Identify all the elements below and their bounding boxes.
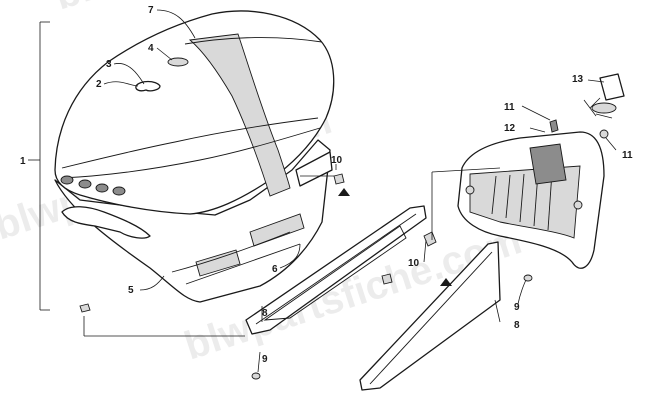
callout-11-upper: 11 bbox=[504, 102, 515, 113]
callout-3: 3 bbox=[106, 59, 112, 70]
rear-trunk bbox=[457, 131, 605, 269]
side-rail-left bbox=[245, 205, 427, 335]
side-rail-right bbox=[359, 241, 501, 391]
callout-10-lower: 10 bbox=[408, 258, 420, 269]
screw-set-11 bbox=[549, 119, 609, 139]
base-rib-2 bbox=[171, 231, 291, 273]
seat-rear-bracket bbox=[295, 151, 333, 187]
seat-base-shell bbox=[54, 139, 331, 303]
seat-front-vents bbox=[60, 175, 126, 196]
seat-badge bbox=[167, 57, 189, 67]
callout-6: 6 bbox=[272, 264, 278, 275]
trunk-latch bbox=[591, 73, 625, 119]
callout-13: 13 bbox=[572, 74, 584, 85]
direction-markers bbox=[338, 188, 452, 286]
seat-clip bbox=[79, 303, 91, 313]
seat-side-welt bbox=[61, 117, 319, 169]
callout-1: 1 bbox=[20, 156, 26, 167]
screw-set-9 bbox=[251, 274, 533, 380]
leader-lines bbox=[28, 9, 617, 373]
seat-stripe bbox=[188, 33, 291, 197]
base-rib bbox=[185, 243, 301, 285]
callout-4: 4 bbox=[148, 43, 154, 54]
callout-11-right: 11 bbox=[622, 150, 633, 161]
seat-emblem bbox=[135, 80, 161, 92]
callout-12: 12 bbox=[504, 123, 516, 134]
callout-9-right: 9 bbox=[514, 302, 520, 313]
clip-set-10 bbox=[333, 173, 437, 285]
callout-5: 5 bbox=[128, 285, 134, 296]
callout-labels: 1 2 3 4 5 6 7 8 8 9 9 10 10 11 11 12 13 bbox=[20, 5, 633, 365]
seat-assembly bbox=[54, 10, 335, 303]
base-window-right bbox=[249, 213, 305, 247]
callout-10-upper: 10 bbox=[331, 155, 343, 166]
callout-7: 7 bbox=[148, 5, 154, 16]
callout-8-left: 8 bbox=[262, 308, 268, 319]
callout-9-left: 9 bbox=[262, 354, 268, 365]
callout-2: 2 bbox=[96, 79, 102, 90]
seat-left-scoop bbox=[61, 206, 151, 239]
seat-lower-welt bbox=[61, 127, 321, 179]
base-window-left bbox=[195, 249, 241, 277]
callout-8-right: 8 bbox=[514, 320, 520, 331]
seat-top-seam bbox=[184, 37, 323, 45]
